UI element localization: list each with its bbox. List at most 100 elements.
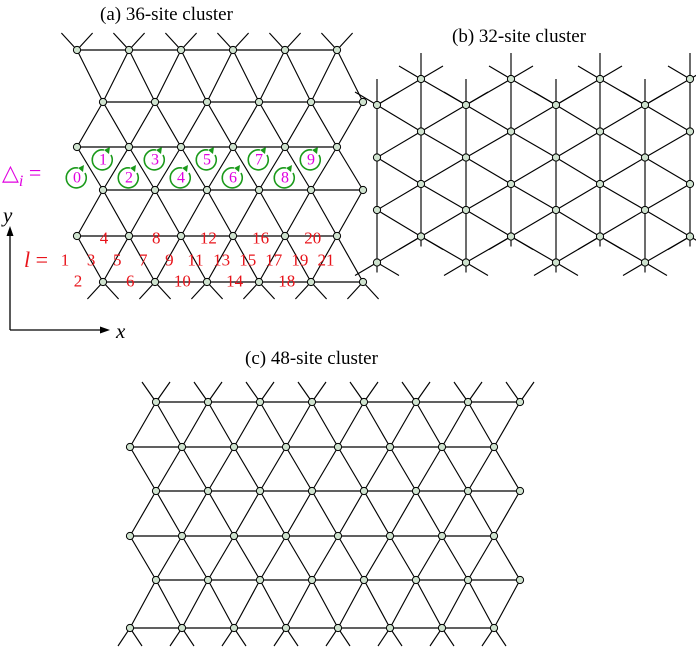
cluster-48-bond [129,401,157,448]
triangle-index: 1 [99,152,107,169]
cluster-32-boundary-bond [465,262,489,276]
cluster-32-bond [555,183,601,211]
cluster-36-bond [284,101,312,148]
cluster-48-bond [181,535,209,581]
cluster-32-site [685,74,695,84]
cluster-36-site [306,185,316,195]
cluster-48-site [437,623,447,633]
cluster-48-site [437,531,447,541]
triangle-chirality-0: 0 [65,165,88,189]
triangle-chirality-9: 9 [299,147,322,171]
cluster-36-bond [154,235,182,283]
chirality-arrow-icon [247,149,270,171]
cluster-48-bond [233,579,261,629]
cluster-36-bond [336,146,364,191]
cluster-32-site [551,258,561,267]
cluster-32-boundary-bond [510,236,534,250]
cluster-48-bond [129,490,157,537]
cluster-48-site [359,575,369,585]
cluster-36-site [202,185,212,195]
bond-index: 15 [239,251,256,270]
cluster-48-bond [129,446,157,492]
cluster-36-bond [206,146,234,191]
cluster-36-site [98,185,108,195]
cluster-32-site [595,74,605,84]
cluster-32-site [354,53,696,276]
chirality-arrow-icon [91,149,114,171]
cluster-32-bond [510,209,557,237]
cluster-32-site [640,205,650,215]
cluster-36-site [176,45,186,55]
cluster-32-boundary-bond [689,74,696,80]
cluster-48-bond [181,446,209,492]
cluster-48-site [515,397,525,407]
cluster-32-site [551,100,561,110]
cluster-32-bond [420,131,467,158]
triangle-subscript: i [19,173,23,190]
cluster-32-bond [376,131,422,158]
cluster-36-site [176,142,186,152]
cluster-36-bond [336,101,364,148]
cluster-36-site [332,45,342,55]
cluster-36-bond [128,101,156,148]
cluster-48-bond [415,535,443,581]
cluster-32-site [372,258,382,267]
cluster-36-bond [310,49,338,103]
cluster-36-site [228,142,238,152]
cluster-36-bond [232,189,260,237]
cluster-36-bond [180,146,208,191]
cluster-32-site [506,232,516,241]
cluster-36-bond [206,235,234,283]
cluster-36-bond [180,101,208,148]
cluster-36-site [306,97,316,107]
panel-c-title: (c) 48-site cluster [245,348,379,369]
bond-index: 18 [278,272,295,291]
cluster-36-bond [284,146,312,191]
cluster-32-site [506,74,516,84]
cluster-48-site [281,623,291,633]
bond-index: 3 [87,251,96,270]
cluster-36-bond [128,49,156,103]
cluster-32-bond [510,157,557,185]
cluster-32-boundary-bond [622,262,646,276]
cluster-48-site [333,623,343,633]
chirality-arrowhead-icon [208,147,214,154]
cluster-48-site [411,486,421,496]
cluster-48-site [151,397,161,407]
cluster-48-bond [311,401,339,448]
x-axis-label: x [115,319,126,343]
triangle-equals: = [23,160,41,185]
bond-index: 9 [165,251,174,270]
cluster-48-bond [233,401,261,448]
cluster-32-boundary-bond [398,236,422,250]
cluster-32-boundary-bond [488,65,512,80]
cluster-32-bond [376,157,422,185]
cluster-48-bond [363,446,391,492]
cluster-48-bond [389,446,417,492]
cluster-36-site [228,231,238,241]
cluster-48-bond [207,579,235,629]
cluster-48-bond [493,446,521,492]
cluster-36-bond [206,101,234,148]
cluster-48-bond [363,401,391,448]
cluster-36-bond [310,235,338,283]
cluster-48-bond [259,446,287,492]
cluster-48-bond [155,535,183,581]
cluster-36-bond [206,49,234,103]
cluster-36-bond [258,49,286,103]
cluster-32-bond [644,183,691,211]
bond-index: 17 [265,251,283,270]
cluster-36-bond [232,146,260,191]
bond-index-label: l = [24,247,48,272]
cluster-48-bond [259,490,287,537]
cluster-32-boundary-bond [599,65,623,80]
cluster-32-bond [599,183,646,211]
cluster-32-bond [555,104,601,132]
cluster-32-boundary-bond [398,65,422,80]
cluster-36-bond [128,146,156,191]
cluster-36-bond [128,189,156,237]
chirality-arrowhead-icon [156,147,162,154]
cluster-48-bond [311,579,339,629]
chirality-arrow-icon [143,149,166,171]
bond-equals: = [30,247,48,272]
